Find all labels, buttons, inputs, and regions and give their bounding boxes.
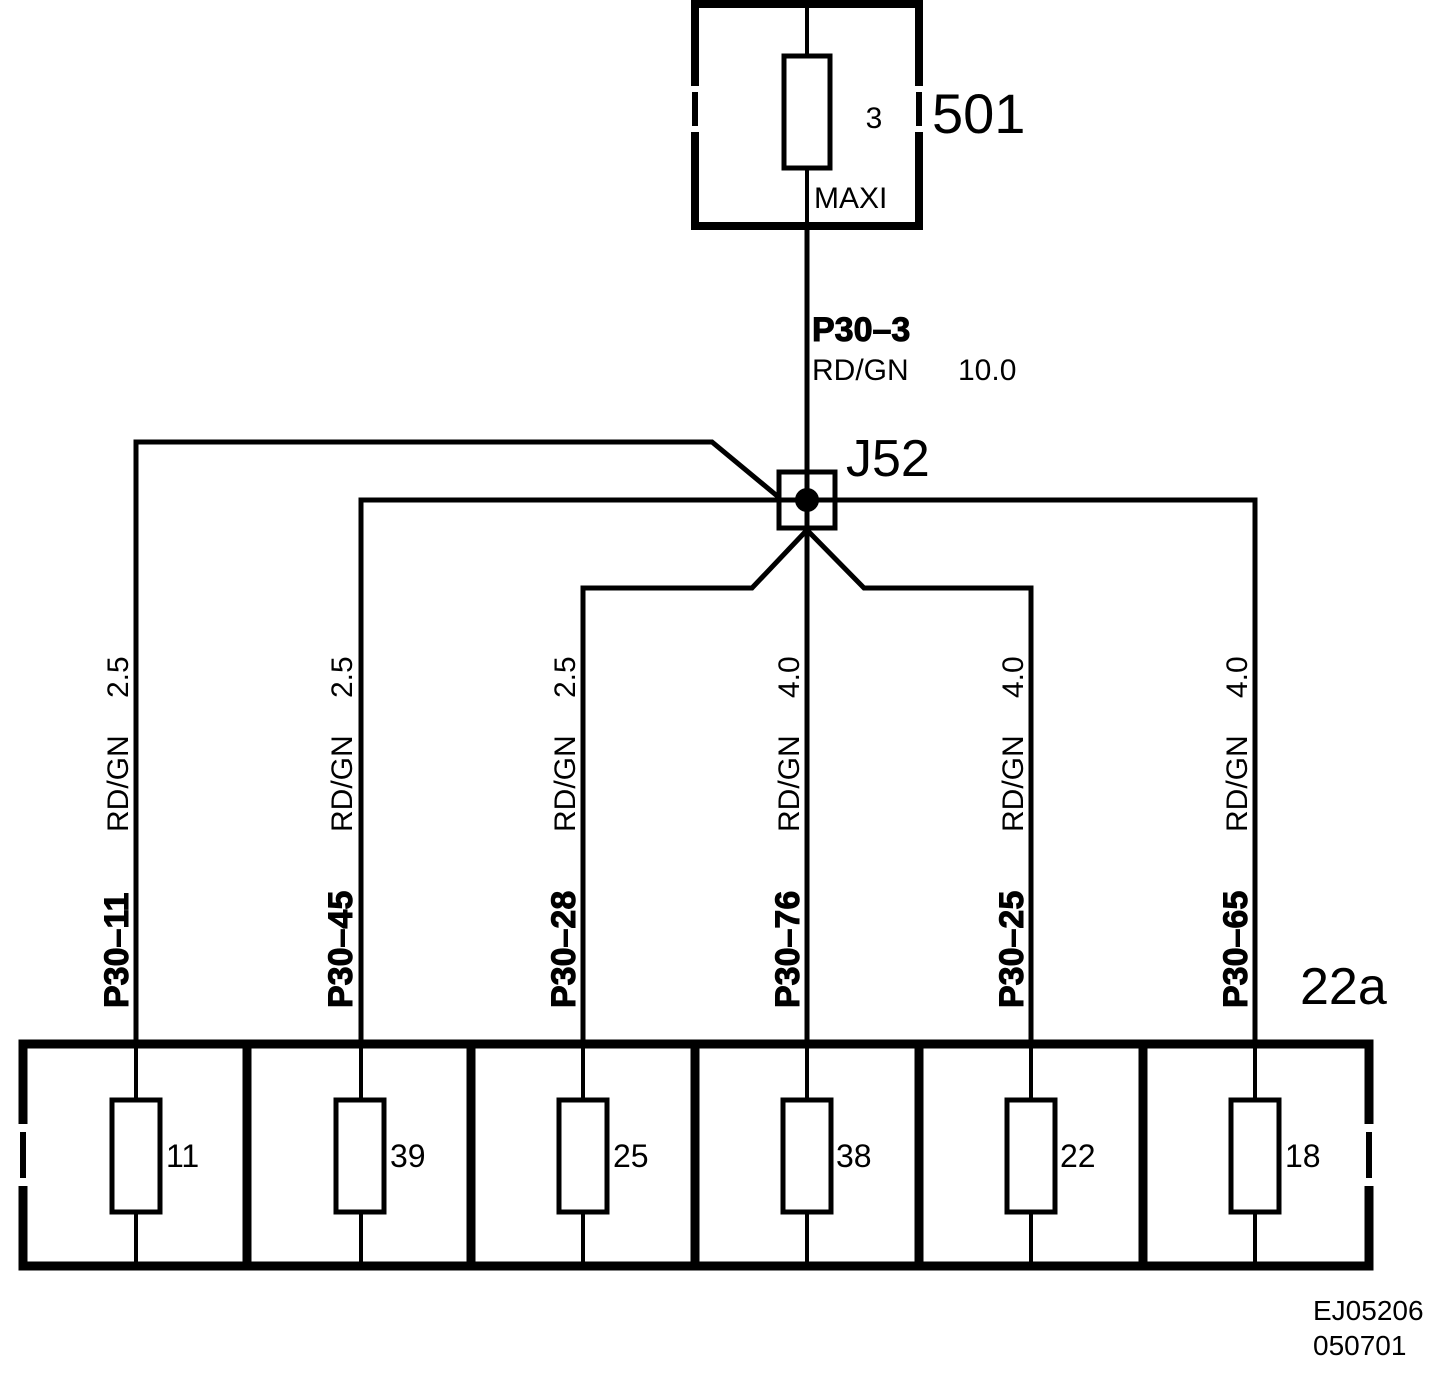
wire-label-5: P30–25 RD/GN 4.0 xyxy=(993,656,1032,1008)
wire-size: 4.0 xyxy=(773,656,806,698)
wire-color: RD/GN xyxy=(102,735,135,832)
fuse-22: 22 xyxy=(1004,1044,1096,1266)
fuse-number: 38 xyxy=(836,1138,872,1174)
junction-label: J52 xyxy=(846,430,930,488)
wire-label-6: P30–65 RD/GN 4.0 xyxy=(1217,656,1256,1008)
fuse-box-label: 22a xyxy=(1300,958,1387,1016)
feed-wire: P30–3 RD/GN 10.0 xyxy=(804,226,1016,470)
wire-circuit: P30–25 xyxy=(993,891,1031,1008)
wire-circuit: P30–45 xyxy=(322,891,360,1008)
diagram-reference: EJ05206 050701 xyxy=(1313,1295,1424,1361)
fuse-number: 11 xyxy=(166,1138,199,1174)
main-fuse-box-label: 501 xyxy=(932,82,1025,145)
wire-color: RD/GN xyxy=(1221,735,1254,832)
feed-wire-color: RD/GN xyxy=(812,354,909,387)
maxi-fuse-element xyxy=(781,53,833,171)
diagram-date: 050701 xyxy=(1313,1330,1406,1361)
wire-circuit: P30–65 xyxy=(1217,891,1255,1008)
junction-dot xyxy=(795,488,819,512)
wire-size: 4.0 xyxy=(997,656,1030,698)
feed-wire-size: 10.0 xyxy=(958,354,1016,387)
wire-circuit: P30–11 xyxy=(98,893,136,1008)
wire-color: RD/GN xyxy=(773,735,806,832)
fuse-25: 25 xyxy=(556,1044,649,1266)
wire-label-2: P30–45 RD/GN 2.5 xyxy=(322,656,361,1008)
diagram-code: EJ05206 xyxy=(1313,1295,1424,1326)
main-fuse-type: MAXI xyxy=(814,182,887,215)
wire-label-4: P30–76 RD/GN 4.0 xyxy=(769,656,808,1008)
wire-label-1: P30–11 RD/GN 2.5 xyxy=(98,656,137,1008)
fuse-18: 18 xyxy=(1228,1044,1321,1266)
fuse-39: 39 xyxy=(333,1044,426,1266)
wire-circuit: P30–76 xyxy=(769,891,807,1008)
fuse-number: 39 xyxy=(390,1138,426,1174)
fuse-number: 25 xyxy=(613,1138,649,1174)
wire-size: 2.5 xyxy=(102,656,135,698)
junction-j52: J52 xyxy=(133,430,1258,1040)
wire-label-3: P30–28 RD/GN 2.5 xyxy=(545,656,584,1008)
fuse-38: 38 xyxy=(780,1044,872,1266)
wire-color: RD/GN xyxy=(997,735,1030,832)
wire-color: RD/GN xyxy=(326,735,359,832)
wire-color: RD/GN xyxy=(549,735,582,832)
fuse-11: 11 xyxy=(109,1044,199,1266)
wire-size: 2.5 xyxy=(549,656,582,698)
wire-circuit: P30–28 xyxy=(545,891,583,1008)
feed-wire-circuit: P30–3 xyxy=(812,311,910,349)
fuse-box-22a: 22a xyxy=(15,958,1387,1271)
fuse-number: 22 xyxy=(1060,1138,1096,1174)
fuse-number: 18 xyxy=(1285,1138,1321,1174)
main-fuse-box: 3 MAXI 501 xyxy=(688,0,1025,230)
wire-size: 4.0 xyxy=(1221,656,1254,698)
main-fuse-number: 3 xyxy=(866,102,883,135)
wire-size: 2.5 xyxy=(326,656,359,698)
